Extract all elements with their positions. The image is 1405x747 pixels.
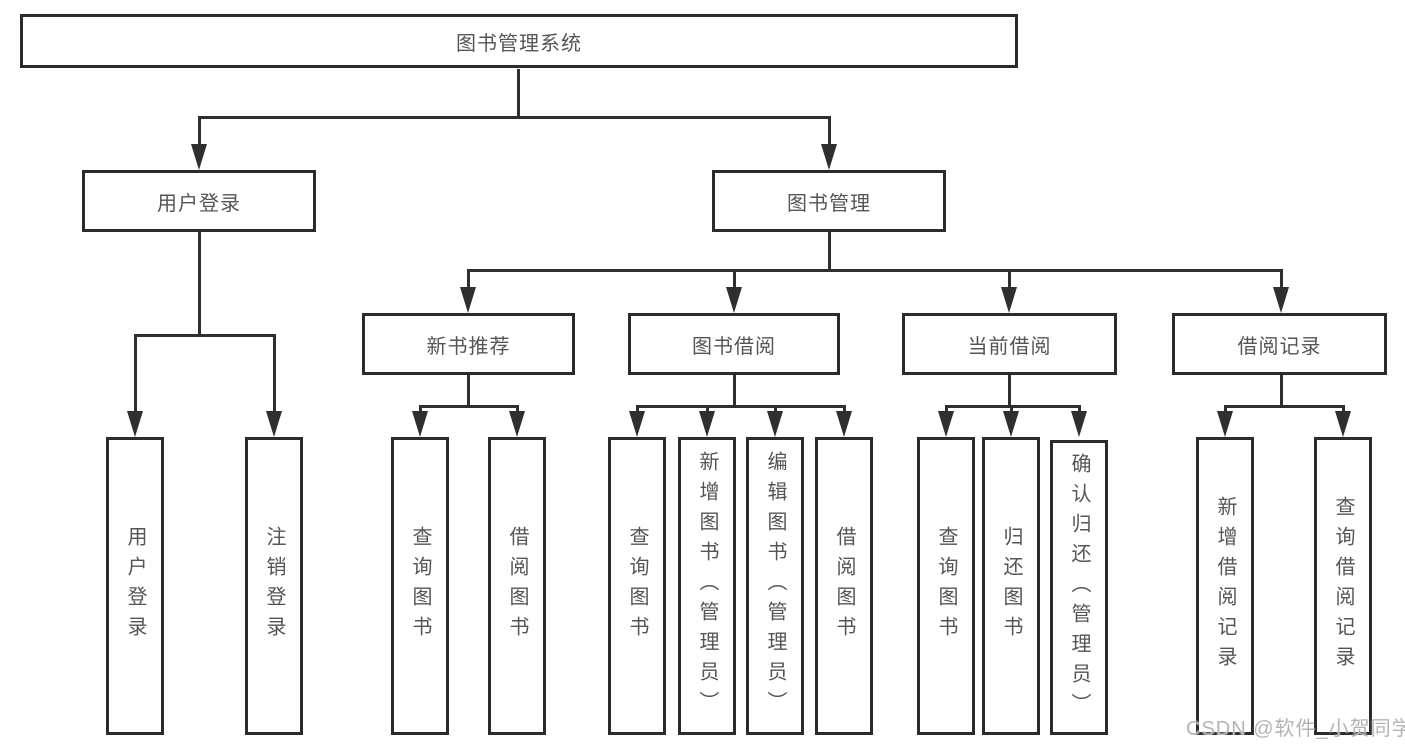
connector-line bbox=[467, 269, 470, 289]
arrow-down-icon bbox=[699, 411, 715, 437]
watermark-text: CSDN @软件_小贺同学 bbox=[1186, 718, 1405, 740]
node-leaf-borrow-books-recommend: 借阅图书 bbox=[488, 437, 546, 735]
node-library-management-system: 图书管理系统 bbox=[20, 14, 1018, 68]
connector-line bbox=[1280, 374, 1283, 408]
connector-line bbox=[843, 405, 846, 415]
connector-line bbox=[419, 405, 519, 408]
connector-line bbox=[828, 116, 831, 150]
connector-line bbox=[706, 405, 709, 415]
arrow-down-icon bbox=[191, 144, 207, 170]
node-label: 借阅记录 bbox=[1237, 335, 1322, 358]
node-user-login: 用户登录 bbox=[82, 170, 316, 232]
connector-line bbox=[1008, 269, 1011, 289]
connector-line bbox=[273, 334, 276, 414]
node-label: 归还图书 bbox=[1000, 526, 1022, 646]
connector-line bbox=[733, 269, 736, 289]
node-label: 图书借阅 bbox=[692, 335, 776, 358]
node-leaf-add-book-admin: 新增图书（管理员） bbox=[678, 437, 736, 735]
arrow-down-icon bbox=[836, 411, 852, 437]
arrow-down-icon bbox=[1001, 287, 1017, 313]
node-leaf-logout: 注销登录 bbox=[245, 437, 303, 735]
node-leaf-edit-book-admin: 编辑图书（管理员） bbox=[746, 437, 804, 735]
node-label: 新增借阅记录 bbox=[1214, 496, 1236, 676]
node-leaf-query-borrow-record: 查询借阅记录 bbox=[1314, 437, 1372, 735]
node-label: 图书管理系统 bbox=[456, 32, 582, 55]
connector-line bbox=[1008, 374, 1011, 408]
connector-line bbox=[198, 116, 201, 150]
node-label: 查询图书 bbox=[626, 526, 648, 646]
node-borrowing-records: 借阅记录 bbox=[1172, 313, 1387, 375]
arrow-down-icon bbox=[767, 411, 783, 437]
arrow-down-icon bbox=[1071, 411, 1087, 437]
node-leaf-borrow-books: 借阅图书 bbox=[815, 437, 873, 735]
node-label: 确认归还（管理员） bbox=[1068, 452, 1090, 723]
node-leaf-add-borrow-record: 新增借阅记录 bbox=[1196, 437, 1254, 735]
connector-line bbox=[419, 405, 422, 415]
connector-line bbox=[467, 374, 470, 408]
node-label: 查询图书 bbox=[935, 526, 957, 646]
node-label: 查询图书 bbox=[409, 526, 431, 646]
arrow-down-icon bbox=[629, 411, 645, 437]
connector-line bbox=[467, 269, 1283, 272]
arrow-down-icon bbox=[412, 411, 428, 437]
arrow-down-icon bbox=[460, 287, 476, 313]
node-current-borrowing: 当前借阅 bbox=[902, 313, 1117, 375]
node-book-borrowing: 图书借阅 bbox=[628, 313, 840, 375]
node-leaf-user-login: 用户登录 bbox=[106, 437, 164, 735]
node-label: 编辑图书（管理员） bbox=[764, 451, 786, 721]
connector-line bbox=[198, 232, 201, 336]
connector-line bbox=[1342, 405, 1345, 415]
node-book-management: 图书管理 bbox=[712, 170, 946, 232]
node-label: 借阅图书 bbox=[506, 526, 528, 646]
connector-line bbox=[774, 405, 777, 415]
connector-line bbox=[1224, 405, 1345, 408]
connector-line bbox=[1224, 405, 1227, 415]
arrow-down-icon bbox=[1273, 287, 1289, 313]
arrow-down-icon bbox=[127, 411, 143, 437]
connector-line bbox=[1010, 405, 1013, 415]
connector-line bbox=[733, 374, 736, 408]
connector-line bbox=[636, 405, 846, 408]
connector-line bbox=[134, 334, 137, 414]
connector-line bbox=[945, 405, 1081, 408]
node-label: 查询借阅记录 bbox=[1332, 496, 1354, 676]
node-label: 用户登录 bbox=[157, 192, 241, 215]
arrow-down-icon bbox=[1217, 411, 1233, 437]
connector-line bbox=[828, 232, 831, 271]
connector-line bbox=[134, 334, 276, 337]
node-label: 当前借阅 bbox=[967, 335, 1052, 358]
connector-line bbox=[198, 116, 831, 119]
node-label: 新书推荐 bbox=[426, 335, 511, 358]
node-leaf-query-books-recommend: 查询图书 bbox=[391, 437, 449, 735]
connector-line bbox=[945, 405, 948, 415]
arrow-down-icon bbox=[509, 411, 525, 437]
arrow-down-icon bbox=[821, 144, 837, 170]
connector-line bbox=[636, 405, 639, 415]
connector-line bbox=[517, 69, 520, 119]
arrow-down-icon bbox=[1003, 411, 1019, 437]
connector-line bbox=[516, 405, 519, 415]
arrow-down-icon bbox=[1335, 411, 1351, 437]
connector-line bbox=[1280, 269, 1283, 289]
arrow-down-icon bbox=[266, 411, 282, 437]
node-label: 图书管理 bbox=[787, 192, 871, 215]
node-label: 新增图书（管理员） bbox=[696, 451, 718, 721]
node-leaf-query-books-borrow: 查询图书 bbox=[608, 437, 666, 735]
arrow-down-icon bbox=[726, 287, 742, 313]
node-label: 借阅图书 bbox=[833, 526, 855, 646]
arrow-down-icon bbox=[938, 411, 954, 437]
node-label: 注销登录 bbox=[263, 526, 285, 646]
node-leaf-query-books-current: 查询图书 bbox=[917, 437, 975, 735]
node-leaf-confirm-return-admin: 确认归还（管理员） bbox=[1050, 440, 1108, 735]
node-label: 用户登录 bbox=[124, 526, 146, 646]
connector-line bbox=[1078, 405, 1081, 415]
node-new-book-recommendation: 新书推荐 bbox=[362, 313, 575, 375]
node-leaf-return-book: 归还图书 bbox=[982, 437, 1040, 735]
